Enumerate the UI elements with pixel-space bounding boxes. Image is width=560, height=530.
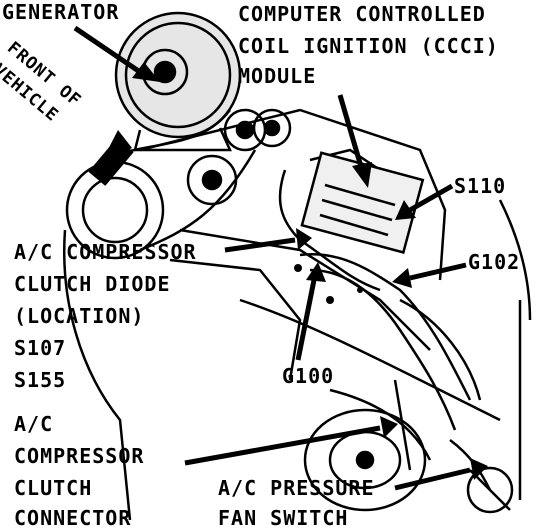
clutch-connector-leader [184,416,398,466]
diode-label-line3: (LOCATION) [14,304,145,328]
front-arrow [88,130,134,186]
leader-lines [73,25,488,491]
s110-leader [395,183,454,220]
ccci-label-line1: COMPUTER CONTROLLED [238,2,486,26]
ccci-leader [337,94,372,188]
radiator-drawing [498,199,532,500]
g102-leader [392,262,467,288]
s110-label: S110 [454,174,507,198]
s155-label: S155 [14,368,67,392]
diode-label-line1: A/C COMPRESSOR [14,240,197,264]
ccci-label-line2: COIL IGNITION (CCCI) [238,34,499,58]
clutch-connector-label-line3: CLUTCH [14,476,93,500]
g102-label: G102 [468,250,521,274]
clutch-connector-label-line2: COMPRESSOR [14,444,145,468]
diode-leader [224,228,312,253]
g100-leader [295,262,326,361]
diode-label-line2: CLUTCH DIODE [14,272,171,296]
g100-label: G100 [282,364,335,388]
generator-label: GENERATOR [2,0,120,24]
pressure-switch-label-line2: FAN SWITCH [218,506,349,530]
clutch-connector-label-line4: CONNECTOR [14,506,132,530]
pulley-drawing [65,108,292,260]
clutch-connector-label-line1: A/C [14,412,54,436]
ccci-label-line3: MODULE [238,64,317,88]
generator-leader [73,25,160,82]
s107-label: S107 [14,336,67,360]
pressure-switch-leader [394,458,488,491]
splice-points [294,264,363,304]
pressure-switch-label-line1: A/C PRESSURE [218,476,375,500]
